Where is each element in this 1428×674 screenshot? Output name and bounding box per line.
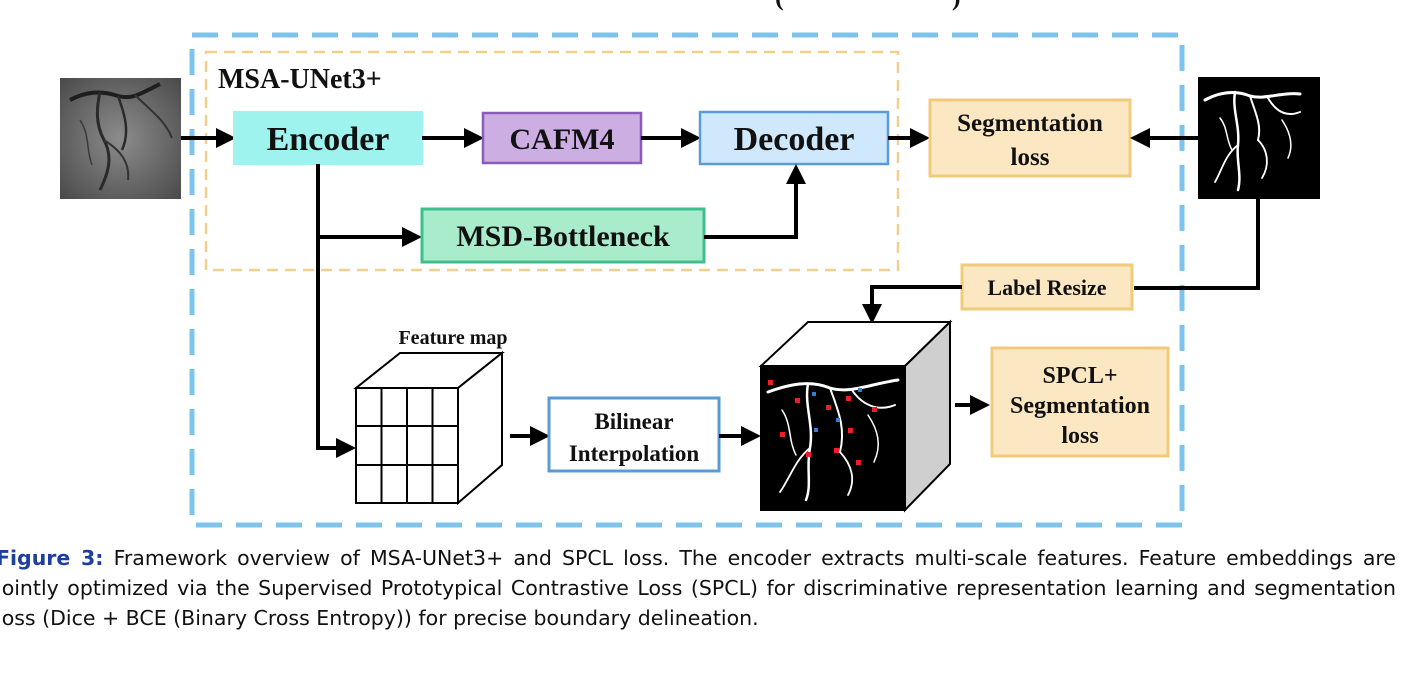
bilinear-line1: Bilinear — [594, 409, 673, 434]
encoder-label: Encoder — [267, 121, 390, 158]
group-label: MSA-UNet3+ — [218, 64, 382, 95]
arrow-encoder-featuremap — [316, 164, 356, 458]
label-resize-label: Label Resize — [987, 275, 1106, 300]
arrow-msd-decoder — [704, 164, 806, 239]
line-mask-labelresize — [1134, 199, 1260, 290]
msd-bottleneck-label: MSD-Bottleneck — [456, 220, 670, 253]
msa-unet3-group-border — [204, 50, 900, 272]
segmentation-loss-line2: loss — [1011, 144, 1050, 171]
bilinear-line2: Interpolation — [569, 441, 700, 466]
figure-caption-label: Figure 3: — [0, 546, 104, 570]
top-cut-text: ( — [775, 0, 784, 11]
feature-map-cube — [353, 350, 505, 506]
decoder-box — [698, 110, 890, 166]
segmentation-loss-line1: Segmentation — [957, 110, 1103, 137]
segmentation-loss-box — [928, 98, 1132, 178]
encoder-box — [233, 111, 423, 165]
cafm4-box — [481, 111, 643, 165]
ground-truth-mask-image — [1198, 77, 1320, 199]
figure-caption-text: Framework overview of MSA-UNet3+ and SPC… — [0, 546, 1396, 630]
cafm4-label: CAFM4 — [510, 123, 615, 156]
input-angiogram-image — [60, 78, 181, 199]
spcl-line2: Segmentation — [1010, 393, 1150, 419]
outer-dashed-border — [189, 32, 1185, 528]
figure-caption: Figure 3: Framework overview of MSA-UNet… — [0, 543, 1396, 633]
top-cut-text-end: ) — [952, 0, 961, 11]
arrow-labelresize-cube — [862, 285, 962, 324]
spcl-loss-box — [990, 346, 1170, 458]
feature-map-label: Feature map — [398, 327, 507, 349]
prototype-feature-cube — [758, 319, 953, 513]
decoder-label: Decoder — [734, 121, 855, 158]
spcl-line1: SPCL+ — [1042, 363, 1117, 389]
spcl-line3: loss — [1061, 423, 1098, 449]
